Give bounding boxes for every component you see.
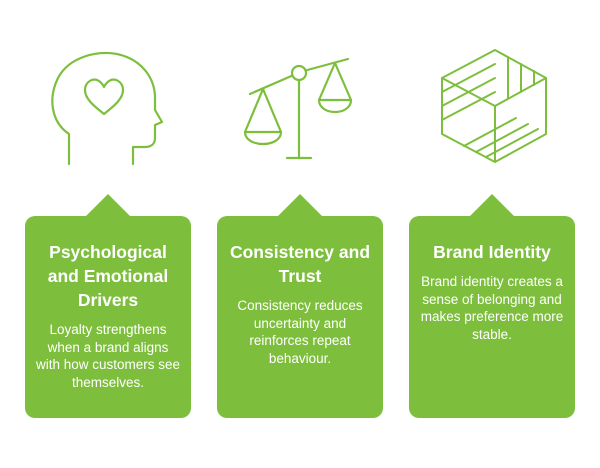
card-description: Loyalty strengthens when a brand aligns … [35,322,181,390]
card-title: Psychological and Emotional Drivers [47,242,169,310]
card-consistency-trust: Consistency and Trust Consistency reduce… [217,194,383,418]
card-psychological-drivers: Psychological and Emotional Drivers Loya… [25,194,191,418]
parquet-cube-icon [428,48,556,166]
balance-scale-icon [235,48,363,166]
head-heart-icon [41,48,169,166]
card-description: Brand identity creates a sense of belong… [420,274,564,342]
card-title: Consistency and Trust [229,242,371,286]
card-description: Consistency reduces uncertainty and rein… [237,298,363,366]
card-brand-identity: Brand Identity Brand identity creates a … [409,194,575,418]
card-title: Brand Identity [433,242,551,262]
